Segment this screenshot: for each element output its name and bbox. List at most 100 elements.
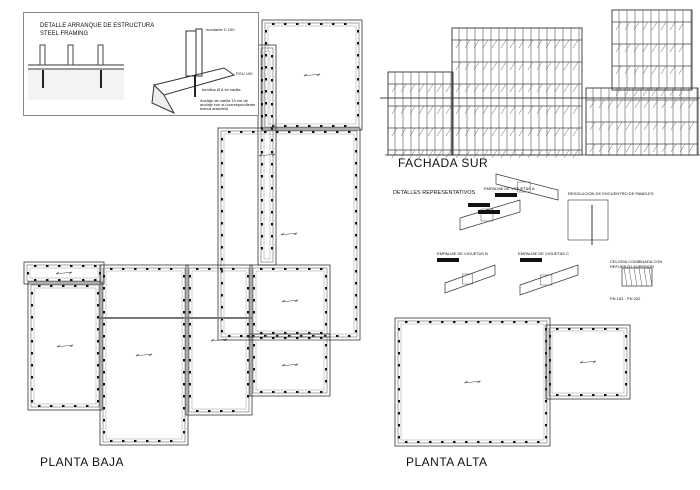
- stud-mark: [247, 323, 249, 326]
- room-frame: [102, 267, 186, 443]
- stud-mark: [265, 114, 267, 117]
- stud-mark: [46, 265, 49, 267]
- facade-brace: [536, 105, 543, 115]
- facade-brace: [572, 149, 579, 159]
- stud-mark: [308, 23, 311, 25]
- stud-mark: [208, 410, 211, 412]
- detail-beam: [459, 199, 521, 231]
- stud-mark: [134, 440, 137, 442]
- stud-mark: [308, 268, 311, 270]
- stud-mark: [183, 287, 185, 290]
- detail-callout: [437, 258, 459, 262]
- stud-mark: [271, 139, 273, 142]
- facade-brace: [643, 99, 650, 109]
- facade-brace: [509, 83, 516, 93]
- stud-mark: [276, 131, 279, 133]
- stud-mark: [271, 67, 273, 70]
- stud-mark: [265, 30, 267, 33]
- stud-mark: [103, 383, 105, 386]
- stud-mark: [355, 174, 357, 177]
- stud-mark: [288, 131, 291, 133]
- facade-brace: [518, 83, 525, 93]
- stud-mark: [556, 394, 559, 396]
- stud-mark: [253, 344, 255, 347]
- facade-brace: [500, 127, 507, 137]
- facade-brace: [545, 105, 552, 115]
- facade-brace: [616, 121, 623, 131]
- stud-mark: [357, 54, 359, 57]
- ground-floor-title: PLANTA BAJA: [40, 455, 124, 469]
- room-frame: [30, 284, 100, 408]
- facade-brace: [491, 105, 498, 115]
- facade-brace: [473, 61, 480, 71]
- facade-brace: [660, 87, 667, 97]
- facade-brace: [545, 83, 552, 93]
- facade-brace: [464, 105, 471, 115]
- stud-mark: [616, 394, 619, 396]
- stud-mark: [183, 359, 185, 362]
- span-direction-arrow: [56, 344, 74, 348]
- facade-brace: [509, 127, 516, 137]
- facade-brace: [589, 143, 596, 153]
- facade-brace: [624, 65, 631, 75]
- span-direction-arrow: [281, 363, 299, 367]
- stud-mark: [545, 424, 547, 427]
- facade-brace: [473, 105, 480, 115]
- stud-mark: [74, 285, 77, 287]
- stud-mark: [357, 90, 359, 93]
- room-frame: [33, 287, 97, 405]
- detail-note: montante C 100: [206, 27, 235, 32]
- room-frame: [29, 267, 99, 279]
- stud-mark: [94, 265, 97, 267]
- stud-mark: [549, 371, 551, 374]
- facade-brace: [670, 99, 677, 109]
- stud-mark: [325, 323, 327, 326]
- panel-joint-detail: [567, 199, 609, 241]
- detail-note: Anclaje de varilla 10 cm de anclaje con …: [200, 98, 256, 111]
- facade-brace: [642, 21, 649, 31]
- facade-brace: [651, 87, 658, 97]
- stud-mark: [31, 292, 33, 295]
- facade-brace: [616, 143, 623, 153]
- stud-mark: [261, 67, 263, 70]
- stud-mark: [625, 371, 627, 374]
- stud-mark: [325, 344, 327, 347]
- stud-mark: [221, 306, 223, 309]
- facade-brace: [409, 83, 416, 93]
- truss-web: [633, 267, 638, 287]
- facade-brace: [427, 83, 434, 93]
- stud-mark: [320, 391, 323, 393]
- stud-mark: [110, 440, 113, 442]
- stud-mark: [271, 211, 273, 214]
- detail-beam: [444, 264, 496, 294]
- stud-mark: [221, 258, 223, 261]
- stud-mark: [97, 376, 99, 379]
- stud-mark: [122, 268, 125, 270]
- stud-mark: [221, 210, 223, 213]
- stud-mark: [580, 394, 583, 396]
- stud-mark: [247, 299, 249, 302]
- facade-brace: [464, 61, 471, 71]
- detail-beam: [495, 173, 559, 201]
- stud-mark: [86, 405, 89, 407]
- stud-mark: [336, 335, 339, 337]
- stud-mark: [271, 79, 273, 82]
- facade-brace: [536, 61, 543, 71]
- stud-mark: [556, 328, 559, 330]
- stud-mark: [196, 410, 199, 412]
- stud-mark: [592, 394, 595, 396]
- stud-mark: [183, 383, 185, 386]
- room-frame: [188, 267, 250, 413]
- stud-mark: [355, 246, 357, 249]
- facade-brace: [669, 65, 676, 75]
- stud-mark: [320, 337, 323, 339]
- stud-mark: [453, 441, 456, 443]
- detail-label: CELOSIA COMBINADA CON REFUERZO SUPERIOR: [610, 259, 663, 269]
- room-frame: [249, 333, 331, 397]
- stud-mark: [284, 391, 287, 393]
- stud-mark: [429, 321, 432, 323]
- stud-mark: [325, 287, 327, 290]
- stud-mark: [97, 388, 99, 391]
- facade-brace: [616, 99, 623, 109]
- stud-mark: [398, 388, 400, 391]
